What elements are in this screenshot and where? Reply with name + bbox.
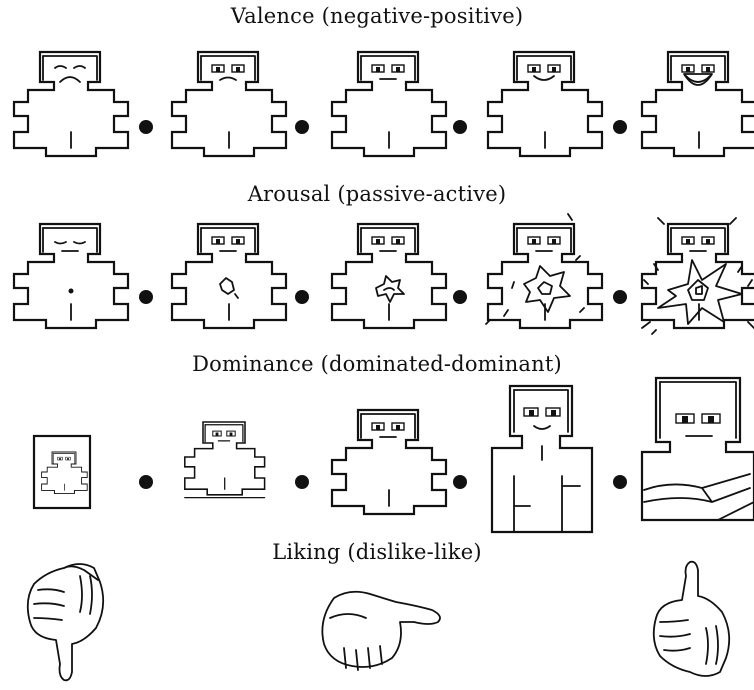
dominance-level-5-figure — [640, 376, 754, 522]
dot-separator-icon — [295, 120, 309, 134]
thumbs-down-icon — [26, 563, 105, 682]
valence-row — [12, 50, 754, 158]
dominance-level-2-figure — [184, 421, 266, 499]
valence-level-2-figure — [170, 50, 288, 158]
liking-scale-title: Liking (dislike-like) — [272, 540, 482, 564]
dot-separator-icon — [139, 290, 153, 304]
dominance-level-4-figure — [490, 384, 594, 534]
dot-separator-icon — [139, 120, 153, 134]
dot-separator-icon — [613, 475, 627, 489]
arousal-level-3-figure — [330, 222, 448, 330]
dominance-row — [32, 376, 754, 534]
dominance-level-1-figure — [32, 434, 92, 510]
liking-row — [26, 560, 731, 682]
arousal-level-5-figure — [640, 217, 754, 335]
thumb-sideways-icon — [321, 590, 441, 671]
dot-separator-icon — [453, 290, 467, 304]
valence-scale-title: Valence (negative-positive) — [230, 4, 524, 28]
dominance-scale-title: Dominance (dominated-dominant) — [192, 352, 562, 376]
arousal-level-4-figure — [485, 213, 604, 330]
dot-separator-icon — [613, 290, 627, 304]
dominance-level-3-figure — [330, 408, 448, 516]
thumbs-up-icon — [652, 560, 731, 677]
valence-level-1-figure — [12, 50, 130, 158]
dot-separator-icon — [295, 475, 309, 489]
dot-separator-icon — [295, 290, 309, 304]
valence-level-5-figure — [640, 50, 754, 158]
arousal-level-2-figure — [170, 222, 288, 330]
dot-separator-icon — [139, 475, 153, 489]
arousal-level-1-figure — [12, 222, 130, 330]
dot-separator-icon — [453, 120, 467, 134]
valence-level-4-figure — [486, 50, 604, 158]
dot-separator-icon — [453, 475, 467, 489]
valence-level-3-figure — [330, 50, 448, 158]
arousal-scale-title: Arousal (passive-active) — [247, 182, 507, 206]
arousal-row — [12, 213, 754, 335]
dot-separator-icon — [613, 120, 627, 134]
